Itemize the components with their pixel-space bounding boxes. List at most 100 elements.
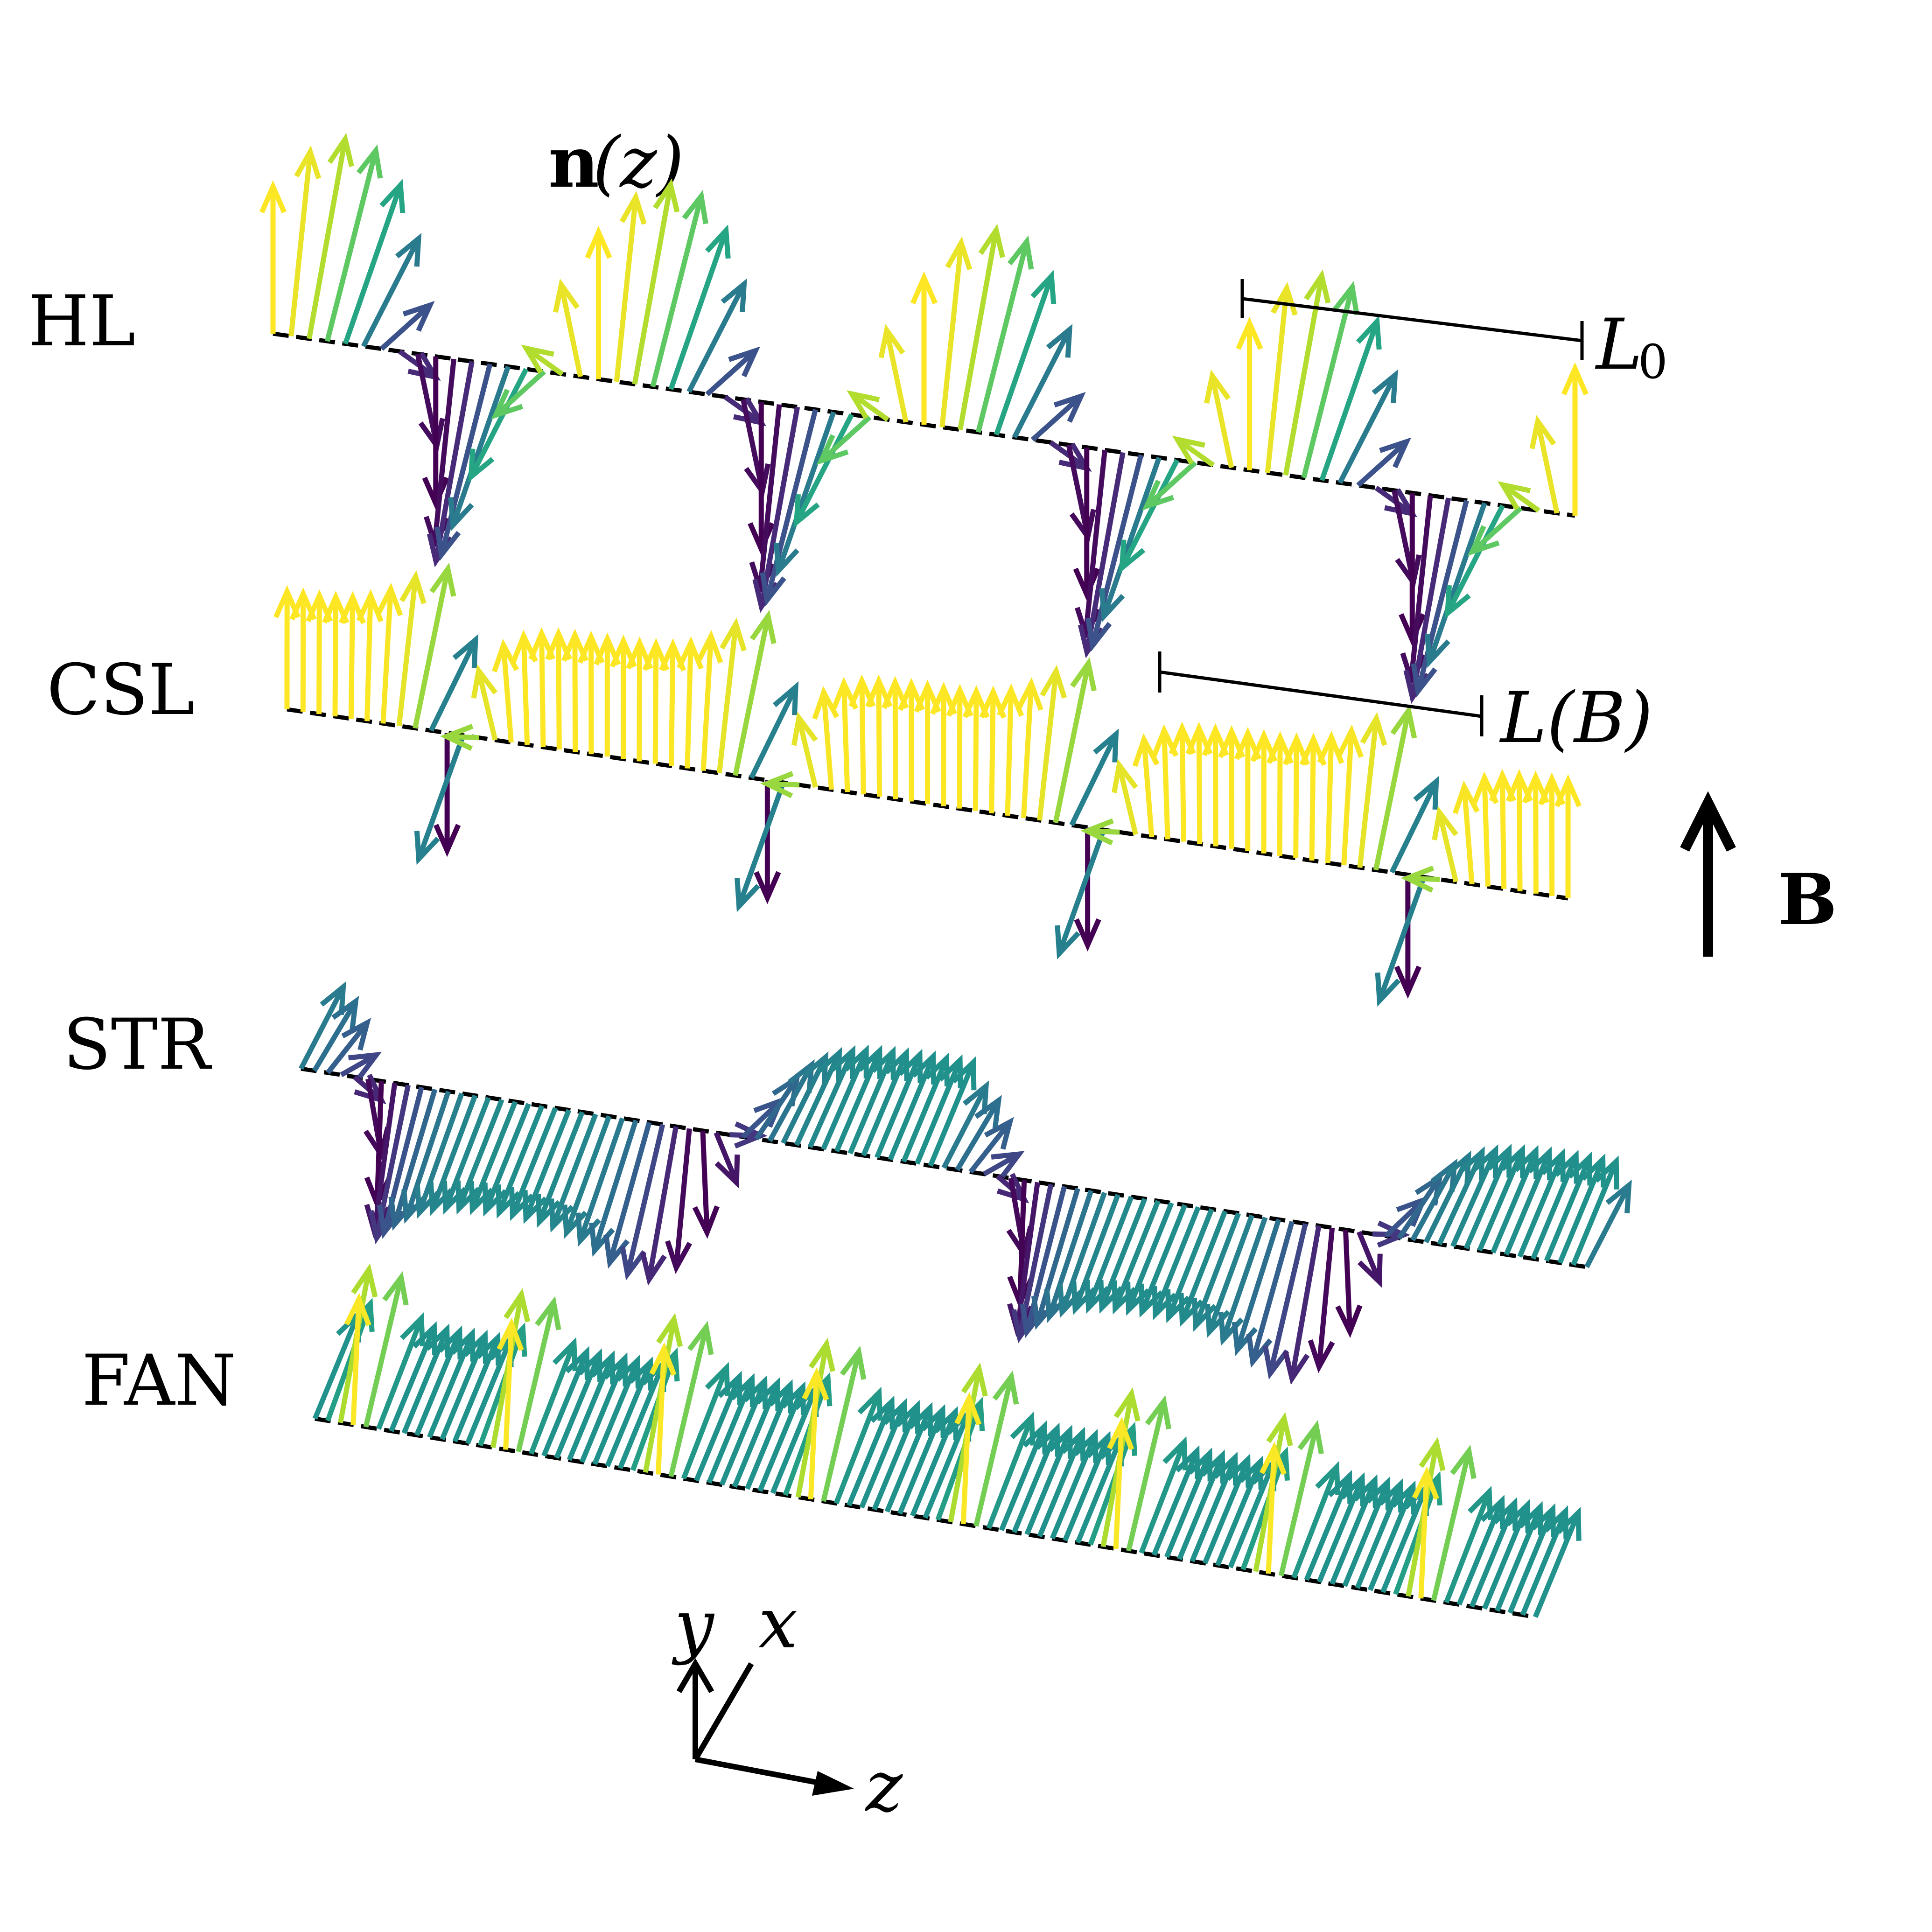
director-arrow xyxy=(413,562,456,729)
director-arrow xyxy=(1337,369,1398,484)
director-arrow xyxy=(859,1398,908,1509)
director-arrow xyxy=(1544,1151,1593,1262)
director-arrow xyxy=(968,1117,1014,1174)
director-arrow xyxy=(1342,1476,1391,1587)
director-arrow xyxy=(997,683,1024,816)
spin-row-hl xyxy=(259,133,1589,704)
director-arrow xyxy=(1164,1447,1213,1558)
period-marker-lb xyxy=(1158,651,1484,736)
director-arrow xyxy=(471,664,498,741)
director-arrow xyxy=(649,1342,677,1475)
director-arrow xyxy=(1202,1454,1251,1564)
row-label-csl: CSL xyxy=(47,650,195,731)
director-title: n (z) xyxy=(548,121,684,203)
director-arrow xyxy=(414,734,466,865)
period-marker-l0 xyxy=(1240,279,1584,360)
director-arrow xyxy=(1308,1227,1335,1373)
director-arrow xyxy=(696,630,723,771)
director-arrow xyxy=(1411,500,1469,698)
spin-row-csl xyxy=(273,562,1582,1007)
field-label: B xyxy=(1778,859,1837,941)
director-arrow xyxy=(376,582,403,724)
director-arrow xyxy=(1571,1155,1619,1266)
director-arrow xyxy=(614,191,647,382)
director-arrow xyxy=(748,402,775,556)
period-label-l0: L xyxy=(1595,304,1643,385)
director-arrow xyxy=(1355,1478,1404,1589)
director-arrow xyxy=(427,1327,476,1438)
director-arrow xyxy=(1074,827,1101,952)
director-arrow xyxy=(1073,447,1100,601)
director-arrow xyxy=(1262,1223,1308,1380)
director-arrow xyxy=(1204,369,1234,469)
director-arrow xyxy=(1529,415,1560,514)
director-arrow xyxy=(1069,728,1119,826)
director-arrow xyxy=(468,368,529,483)
director-arrow xyxy=(1482,1499,1531,1610)
director-arrow xyxy=(440,1330,489,1441)
director-arrow xyxy=(1016,677,1043,819)
director-arrow xyxy=(802,1367,829,1499)
director-arrow xyxy=(1375,876,1427,1007)
director-arrow xyxy=(414,1325,463,1436)
director-arrow xyxy=(1085,454,1144,652)
director-arrow xyxy=(705,346,761,397)
director-arrow xyxy=(299,981,346,1070)
director-arrow xyxy=(1491,1145,1539,1254)
director-arrow xyxy=(553,278,583,378)
director-arrow xyxy=(1467,506,1523,556)
coordinate-axes xyxy=(676,1658,854,1796)
director-arrow xyxy=(1012,324,1073,439)
director-arrow xyxy=(1373,704,1417,871)
director-arrow xyxy=(326,1018,371,1075)
director-arrow xyxy=(401,1323,450,1435)
director-arrow xyxy=(754,780,781,904)
director-arrow xyxy=(448,365,511,532)
director-arrow xyxy=(650,189,708,388)
director-arrow xyxy=(640,1126,679,1286)
director-arrow xyxy=(491,370,546,420)
director-arrow xyxy=(668,1321,714,1477)
director-arrow xyxy=(554,1348,603,1459)
director-arrow xyxy=(668,224,731,390)
director-arrow xyxy=(1389,776,1439,874)
director-arrow xyxy=(396,570,427,727)
director-arrow xyxy=(1119,459,1180,574)
director-arrow xyxy=(389,1321,438,1432)
director-arrow xyxy=(791,711,818,788)
director-arrow xyxy=(1432,806,1459,882)
director-arrow xyxy=(915,1054,963,1165)
director-arrow xyxy=(1469,1497,1518,1608)
director-arrow xyxy=(1012,1422,1060,1533)
director-arrow xyxy=(1080,818,1120,846)
director-arrow xyxy=(958,224,1005,430)
director-arrow xyxy=(1561,362,1589,516)
csl-axis-line xyxy=(287,707,1568,901)
director-arrow xyxy=(665,1128,692,1274)
director-arrow xyxy=(821,1345,867,1502)
director-arrow xyxy=(874,1049,923,1159)
director-arrow xyxy=(897,1404,946,1515)
director-arrow xyxy=(745,1379,793,1490)
director-arrow xyxy=(760,771,800,798)
director-arrow xyxy=(288,145,322,336)
director-arrow xyxy=(975,235,1034,433)
director-arrow xyxy=(816,415,872,465)
director-arrow xyxy=(719,1375,768,1486)
director-arrow xyxy=(878,324,909,423)
director-arrow xyxy=(1301,280,1359,479)
spin-row-fan xyxy=(312,1263,1582,1619)
director-arrow xyxy=(941,1080,989,1169)
director-arrow xyxy=(1172,435,1215,468)
director-arrow xyxy=(1050,1428,1099,1540)
director-arrow xyxy=(1177,1449,1225,1561)
director-arrow xyxy=(1259,1442,1287,1574)
director-arrow xyxy=(1236,316,1263,470)
director-arrow xyxy=(1053,657,1097,824)
director-arrow xyxy=(749,681,799,779)
director-arrow xyxy=(910,271,938,425)
director-arrow xyxy=(434,363,493,561)
director-arrow xyxy=(343,179,406,345)
director-arrow xyxy=(888,1050,937,1161)
director-arrow xyxy=(714,1132,740,1189)
